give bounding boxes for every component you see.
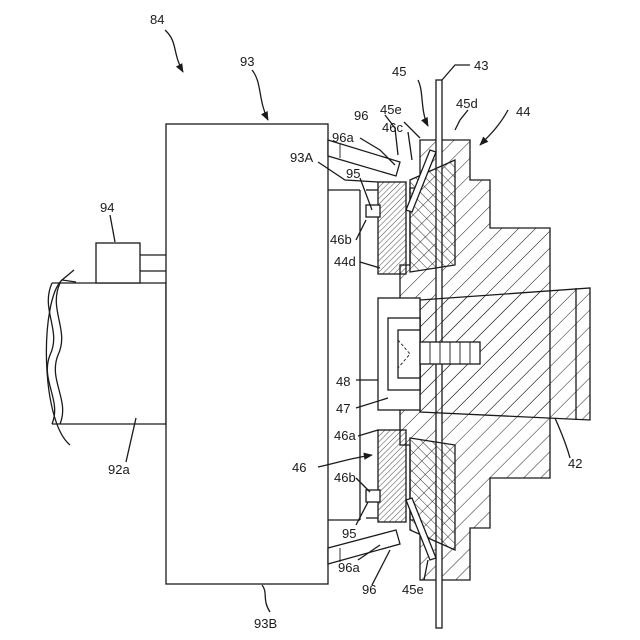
seal-45-bottom [410,438,455,550]
label-84: 84 [150,12,164,27]
label-45: 45 [392,64,406,79]
nut-46-top [366,182,406,274]
label-96-top: 96 [354,108,368,123]
label-92a: 92a [108,462,130,477]
label-45d: 45d [456,96,478,111]
sensor-94 [96,243,166,283]
label-96a-bottom: 96a [338,560,360,575]
label-93A: 93A [290,150,313,165]
label-47: 47 [336,401,350,416]
label-46a: 46a [334,428,356,443]
label-46b-top: 46b [330,232,352,247]
housing-93 [166,124,328,584]
label-46: 46 [292,460,306,475]
seal-45-top [410,160,455,272]
label-45e-bottom: 45e [402,582,424,597]
label-93: 93 [240,54,254,69]
shaft-92a [46,270,166,445]
label-44: 44 [516,104,530,119]
label-44d: 44d [334,254,356,269]
label-48: 48 [336,374,350,389]
label-96a-top: 96a [332,130,354,145]
label-43: 43 [474,58,488,73]
label-45e-top: 45e [380,102,402,117]
arm-96-top [328,140,400,176]
label-46b-bottom: 46b [334,470,356,485]
label-93B: 93B [254,616,277,631]
label-42: 42 [568,456,582,471]
label-96-bottom: 96 [362,582,376,597]
label-95-bottom: 95 [342,526,356,541]
label-46c: 46c [382,120,403,135]
label-95-top: 95 [346,166,360,181]
label-94: 94 [100,200,114,215]
arm-96-bottom [328,530,400,564]
